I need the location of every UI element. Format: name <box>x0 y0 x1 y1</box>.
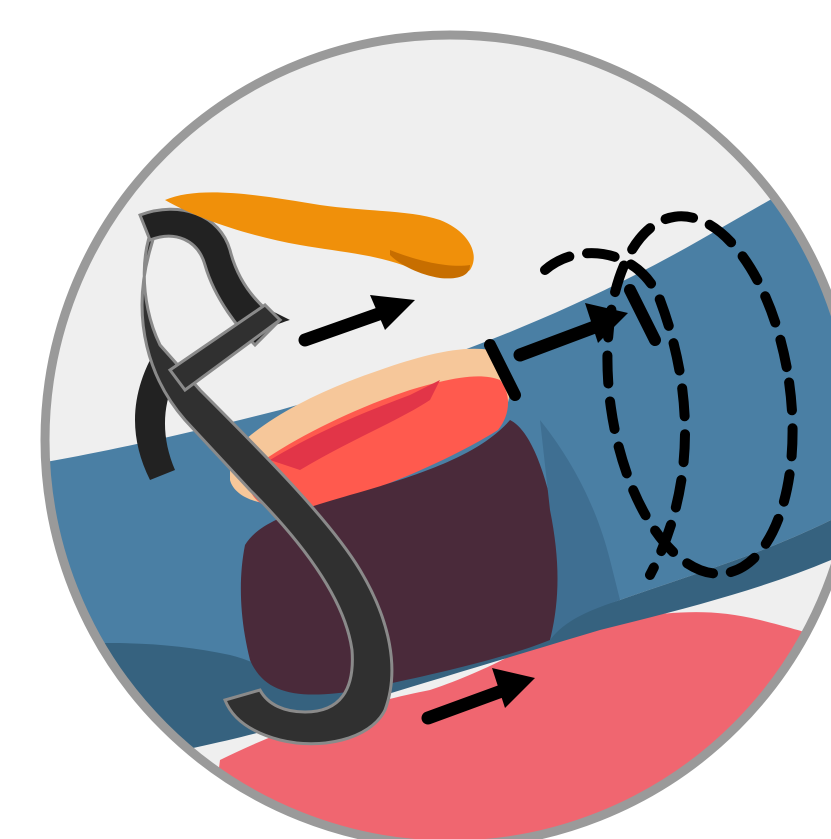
tourniquet-illustration <box>0 0 831 839</box>
